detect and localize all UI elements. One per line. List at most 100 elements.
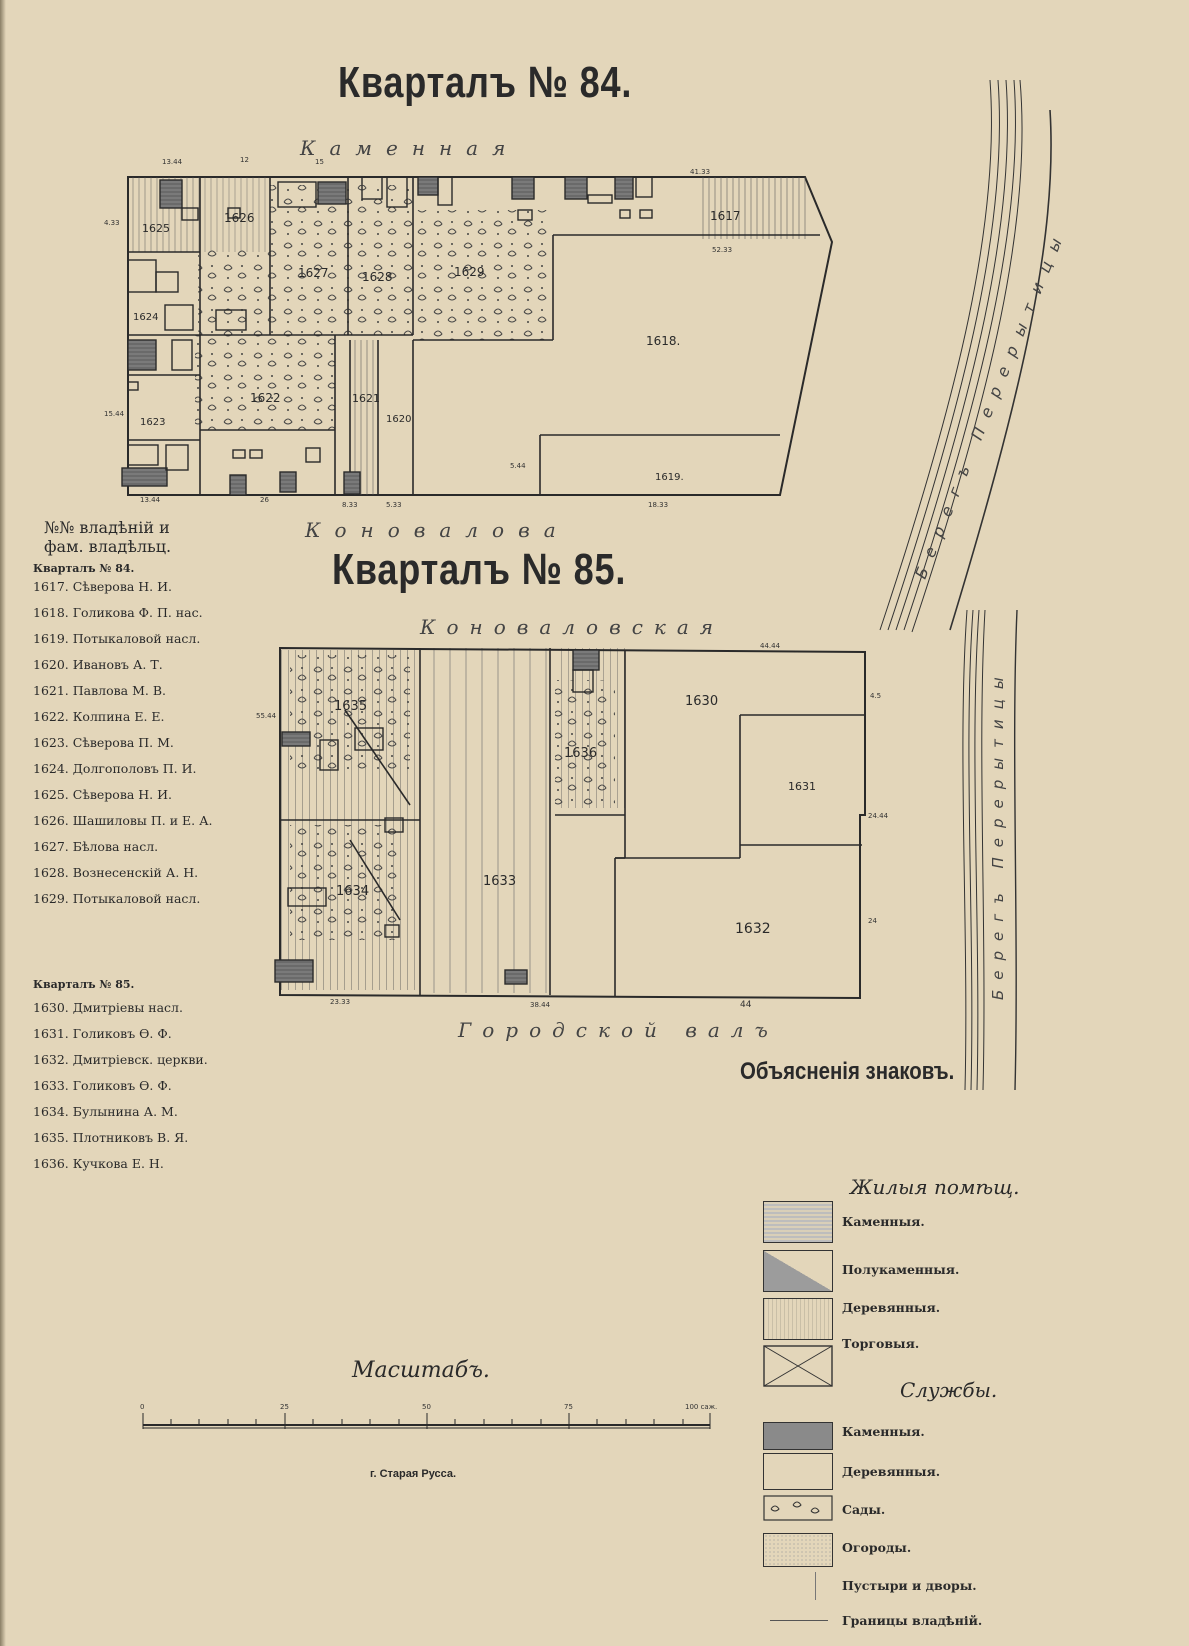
dimension-label: 38.44 <box>530 1001 551 1009</box>
owners-q84-heading: Кварталъ № 84. <box>33 562 135 575</box>
scale-tick-label: 75 <box>564 1403 573 1411</box>
parcel-label-1629: 1629 <box>454 265 485 279</box>
dimension-label: 44 <box>740 1000 752 1010</box>
legend-swatch-stone-service <box>763 1422 833 1450</box>
parcel-label-1623: 1623 <box>140 417 165 428</box>
parcel-label-1634: 1634 <box>336 884 369 899</box>
street-label-kamennaya: Каменная <box>300 136 520 160</box>
list-item: 1631. Голиковъ Ө. Ф. <box>33 1026 172 1041</box>
dimension-label: 5.33 <box>386 501 402 509</box>
scale-title: Масштабъ. <box>352 1358 490 1383</box>
riverbank-upper: Берегъ Перерытицы <box>879 79 1070 633</box>
dimension-label: 5.44 <box>510 462 526 470</box>
dimension-label: 24 <box>868 917 877 925</box>
dimension-label: 44.44 <box>760 642 781 650</box>
list-item: 1636. Кучкова Е. Н. <box>33 1156 164 1171</box>
legend-swatch-boundary <box>770 1620 828 1621</box>
legend-label: Полукаменныя. <box>842 1262 960 1277</box>
legend-label: Деревянныя. <box>842 1464 941 1479</box>
list-item: 1634. Булынина А. М. <box>33 1104 178 1119</box>
scale-tick-label: 100 саж. <box>685 1403 717 1411</box>
list-item: 1627. Бѣлова насл. <box>33 839 159 854</box>
owners-list-q84: 1617. Сѣверова Н. И. 1618. Голикова Ф. П… <box>33 574 213 912</box>
riverbank-lower: Берегъ Перерытицы <box>962 609 1018 1091</box>
legend-label: Торговыя. <box>842 1336 920 1351</box>
legend-swatch-halfstone-living <box>763 1250 833 1292</box>
title-quarter-84: Кварталъ № 84. <box>338 58 633 107</box>
legend-swatch-wasteland <box>815 1572 816 1600</box>
parcel-label-1627: 1627 <box>298 266 329 280</box>
quarter-84-plan: 1617 1618. 1619. 1620 1621 1622 1623 162… <box>104 156 834 509</box>
owners-list-q85: 1630. Дмитріевы насл. 1631. Голиковъ Ө. … <box>33 995 208 1177</box>
list-item: 1628. Вознесенскій А. Н. <box>33 865 199 880</box>
parcel-label-1630: 1630 <box>685 694 718 709</box>
street-label-konovalovskaya: Коноваловская <box>420 615 725 639</box>
legend-swatch-wooden-living <box>763 1298 833 1340</box>
dimension-label: 4.5 <box>870 692 881 700</box>
list-item: 1617. Сѣверова Н. И. <box>33 579 173 594</box>
legend-label: Каменныя. <box>842 1424 925 1439</box>
list-item: 1625. Сѣверова Н. И. <box>33 787 173 802</box>
parcel-label-1617: 1617 <box>710 209 741 223</box>
dimension-label: 55.44 <box>256 712 277 720</box>
legend-label: Каменныя. <box>842 1214 925 1229</box>
list-item: 1632. Дмитріевск. церкви. <box>33 1052 208 1067</box>
list-item: 1619. Потыкаловой насл. <box>33 631 201 646</box>
parcel-label-1622: 1622 <box>250 391 281 405</box>
page-edge <box>0 0 6 1646</box>
legend-label: Пустыри и дворы. <box>842 1578 977 1593</box>
dimension-label: 13.44 <box>140 496 161 504</box>
parcel-label-1625: 1625 <box>142 222 170 235</box>
legend-title: Объясненія знаковъ. <box>740 1058 955 1085</box>
owners-header: №№ владѣній и фам. владѣльц. <box>44 518 172 556</box>
riverbank-label-lower: Берегъ Перерытицы <box>989 667 1007 1000</box>
parcel-label-1636: 1636 <box>564 746 597 761</box>
dimension-label: 8.33 <box>342 501 358 509</box>
parcel-label-1626: 1626 <box>224 211 255 225</box>
list-item: 1635. Плотниковъ В. Я. <box>33 1130 189 1145</box>
list-item: 1623. Сѣверова П. М. <box>33 735 174 750</box>
dimension-label: 15.44 <box>104 410 125 418</box>
parcel-label-1631: 1631 <box>788 780 816 793</box>
legend-swatch-garden <box>763 1495 833 1521</box>
list-item: 1633. Голиковъ Ө. Ф. <box>33 1078 172 1093</box>
legend-label: Деревянныя. <box>842 1300 941 1315</box>
street-label-konovalova: Коновалова <box>305 518 570 542</box>
dimension-label: 18.33 <box>648 501 668 509</box>
parcel-label-1633: 1633 <box>483 874 516 889</box>
legend-swatch-trade-living <box>763 1345 833 1387</box>
dimension-label: 52.33 <box>712 246 732 254</box>
dimension-label: 23.33 <box>330 998 350 1006</box>
street-label-gorodskoy-val: Городской валъ <box>458 1018 779 1042</box>
riverbank-label-upper: Берегъ Перерытицы <box>911 224 1070 581</box>
dimension-label: 24.44 <box>868 812 889 820</box>
dimension-label: 41.33 <box>690 168 710 176</box>
parcel-label-1632: 1632 <box>735 921 771 937</box>
legend-swatch-stone-living <box>763 1201 833 1243</box>
list-item: 1622. Колпина Е. Е. <box>33 709 165 724</box>
dimension-label: 15 <box>315 158 324 166</box>
parcel-label-1619: 1619. <box>655 472 684 483</box>
dimension-label: 4.33 <box>104 219 120 227</box>
parcel-label-1624: 1624 <box>133 312 158 323</box>
list-item: 1620. Ивановъ А. Т. <box>33 657 163 672</box>
list-item: 1624. Долгополовъ П. И. <box>33 761 197 776</box>
parcel-label-1621: 1621 <box>352 392 380 405</box>
scale-bar: 0 25 50 75 100 саж. <box>140 1403 717 1429</box>
legend-label: Сады. <box>842 1502 886 1517</box>
dimension-label: 13.44 <box>162 158 183 166</box>
city-caption: г. Старая Русса. <box>370 1468 457 1480</box>
legend-service-heading: Службы. <box>900 1378 998 1402</box>
quarter-85-plan: 1630 1631 1632 1633 1634 1635 1636 44.44… <box>256 642 889 1010</box>
legend-swatch-wooden-service <box>763 1453 833 1490</box>
dimension-label: 26 <box>260 496 269 504</box>
dimension-label: 12 <box>240 156 249 164</box>
scale-tick-label: 50 <box>422 1403 431 1411</box>
list-item: 1618. Голикова Ф. П. нас. <box>33 605 203 620</box>
parcel-label-1635: 1635 <box>334 699 367 714</box>
legend-swatch-vegetable-garden <box>763 1533 833 1567</box>
scale-tick-label: 0 <box>140 1403 144 1411</box>
parcel-label-1620: 1620 <box>386 414 411 425</box>
list-item: 1621. Павлова М. В. <box>33 683 166 698</box>
parcel-label-1618: 1618. <box>646 334 680 348</box>
